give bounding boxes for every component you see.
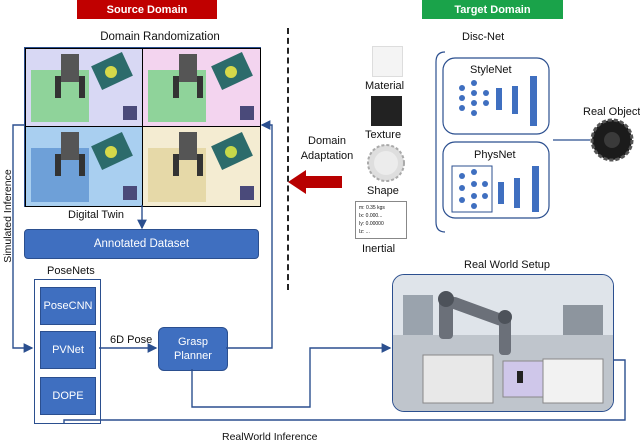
physnet-label: PhysNet bbox=[474, 149, 516, 161]
stylenet-network-icon bbox=[459, 76, 537, 126]
robot-arm bbox=[438, 291, 512, 355]
realworld-inference-label: RealWorld Inference bbox=[222, 431, 318, 443]
domain-divider bbox=[287, 28, 289, 290]
annotated-dataset-box: Annotated Dataset bbox=[24, 229, 259, 259]
scene-4 bbox=[148, 132, 254, 202]
inertial-iz: Iz: ... bbox=[359, 229, 370, 235]
source-domain-banner: Source Domain bbox=[77, 0, 217, 19]
shape-label: Shape bbox=[367, 185, 399, 197]
digital-twin-label: Digital Twin bbox=[68, 209, 125, 221]
shape-gear-icon bbox=[367, 144, 405, 182]
posenets-title: PoseNets bbox=[47, 265, 95, 277]
stylenet-label: StyleNet bbox=[470, 64, 512, 76]
inertial-card: m: 0.35 kgs Ix: 0.000... Iy: 0.00000 Iz:… bbox=[355, 201, 407, 239]
real-world-setup-photo bbox=[392, 274, 614, 412]
real-object-gear-icon bbox=[590, 118, 634, 162]
inertial-iy: Iy: 0.00000 bbox=[359, 221, 384, 227]
domain-adaptation-arrow bbox=[288, 170, 342, 194]
simulated-inference-label: Simulated Inference bbox=[2, 169, 14, 263]
discnet-bracket bbox=[435, 51, 446, 233]
pvnet-box: PVNet bbox=[40, 331, 96, 369]
scene-2 bbox=[148, 52, 254, 122]
grasp-planner-box: Grasp Planner bbox=[158, 327, 228, 371]
physnet-network-icon bbox=[451, 165, 539, 213]
material-swatch bbox=[372, 46, 403, 77]
texture-label: Texture bbox=[365, 129, 402, 141]
texture-swatch bbox=[371, 96, 402, 126]
real-object-label: Real Object bbox=[583, 106, 640, 118]
domain-randomization-label: Domain Randomization bbox=[100, 31, 220, 43]
domain-adaptation-label: Domain Adaptation bbox=[300, 135, 354, 162]
inertial-label: Inertial bbox=[362, 243, 396, 255]
6d-pose-label: 6D Pose bbox=[110, 334, 153, 346]
inertial-ix: Ix: 0.000... bbox=[359, 213, 383, 219]
scene-1 bbox=[31, 52, 137, 122]
domain-randomization-grid bbox=[24, 47, 261, 207]
render-scenes bbox=[31, 52, 254, 202]
target-domain-banner: Target Domain bbox=[422, 0, 563, 19]
posecnn-box: PoseCNN bbox=[40, 287, 96, 325]
material-label: Material bbox=[365, 80, 405, 92]
scene-3 bbox=[31, 132, 137, 202]
dope-box: DOPE bbox=[40, 377, 96, 415]
real-world-setup-title: Real World Setup bbox=[464, 259, 551, 271]
discnet-title: Disc-Net bbox=[462, 31, 505, 43]
real-setup-scene bbox=[393, 275, 613, 411]
inertial-mass: m: 0.35 kgs bbox=[359, 205, 385, 211]
